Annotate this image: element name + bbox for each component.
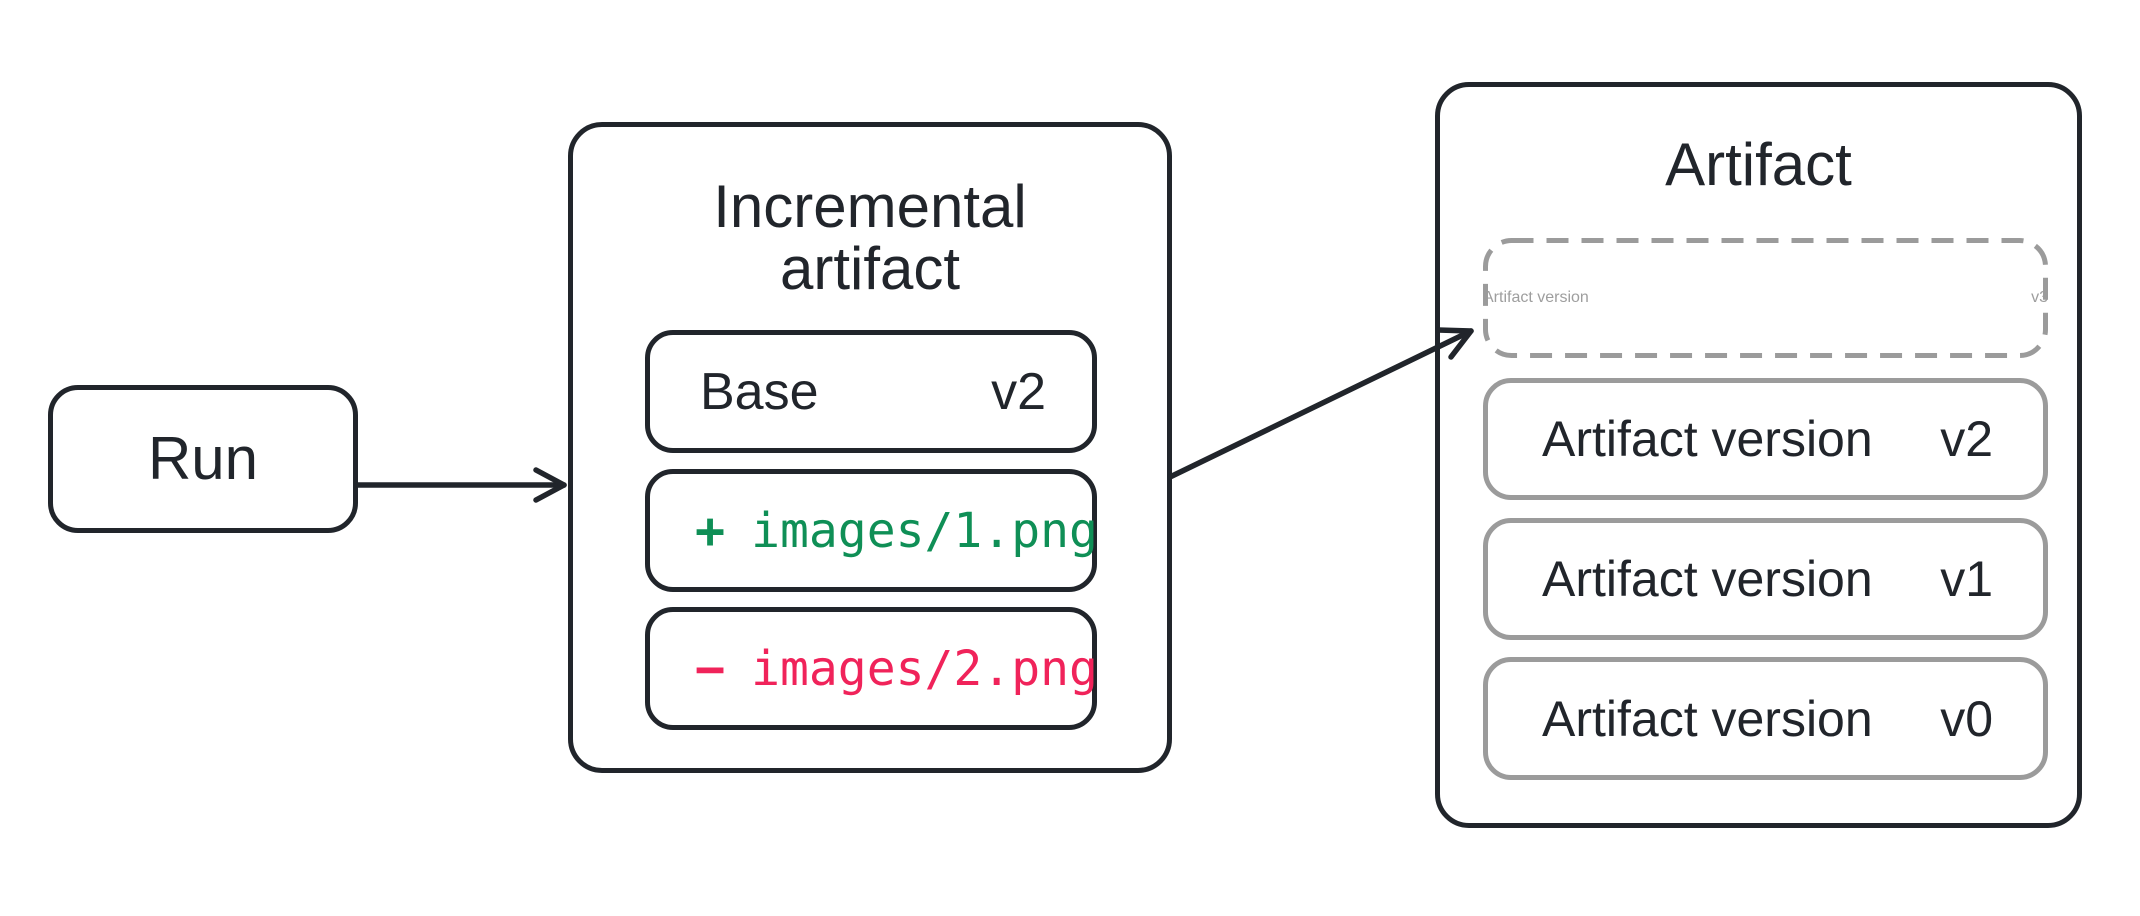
- added-file-row: + images/1.png: [645, 469, 1098, 592]
- version-label: Artifact version: [1542, 690, 1873, 747]
- incremental-artifact-title: Incremental artifact: [713, 173, 1027, 302]
- pending-version-value: v3: [2031, 289, 2048, 306]
- artifact-node: Artifact Artifact version v3 Artifact ve…: [1435, 82, 2082, 828]
- arrow-run-to-incremental: [355, 467, 567, 503]
- version-value: v1: [1940, 551, 1993, 607]
- artifact-title: Artifact: [1665, 131, 1852, 198]
- plus-symbol: +: [695, 501, 726, 560]
- pending-version-label: Artifact version: [1483, 289, 1589, 306]
- run-label: Run: [147, 425, 259, 492]
- version-value: v2: [1940, 411, 1993, 467]
- added-file-path: images/1.png: [751, 502, 1098, 559]
- removed-file-path: images/2.png: [751, 640, 1098, 697]
- artifact-version-row-pending: Artifact version v3: [1483, 238, 2048, 358]
- base-version-row: Base v2: [645, 330, 1097, 453]
- version-label: Artifact version: [1542, 411, 1873, 467]
- version-label: Artifact version: [1542, 551, 1873, 607]
- arrow-incremental-to-artifact-version: [1167, 327, 1474, 480]
- version-value: v0: [1940, 690, 1993, 747]
- artifact-version-row: Artifact version v0: [1483, 657, 2048, 780]
- artifact-version-row: Artifact version v1: [1483, 518, 2048, 640]
- artifact-version-row: Artifact version v2: [1483, 378, 2048, 500]
- incremental-artifact-node: Incremental artifact Base v2 + images/1.…: [568, 122, 1172, 773]
- base-label: Base: [700, 362, 819, 421]
- run-node: Run: [48, 385, 358, 533]
- minus-symbol: −: [695, 639, 726, 698]
- removed-file-row: − images/2.png: [645, 607, 1098, 730]
- base-version-value: v2: [991, 362, 1046, 421]
